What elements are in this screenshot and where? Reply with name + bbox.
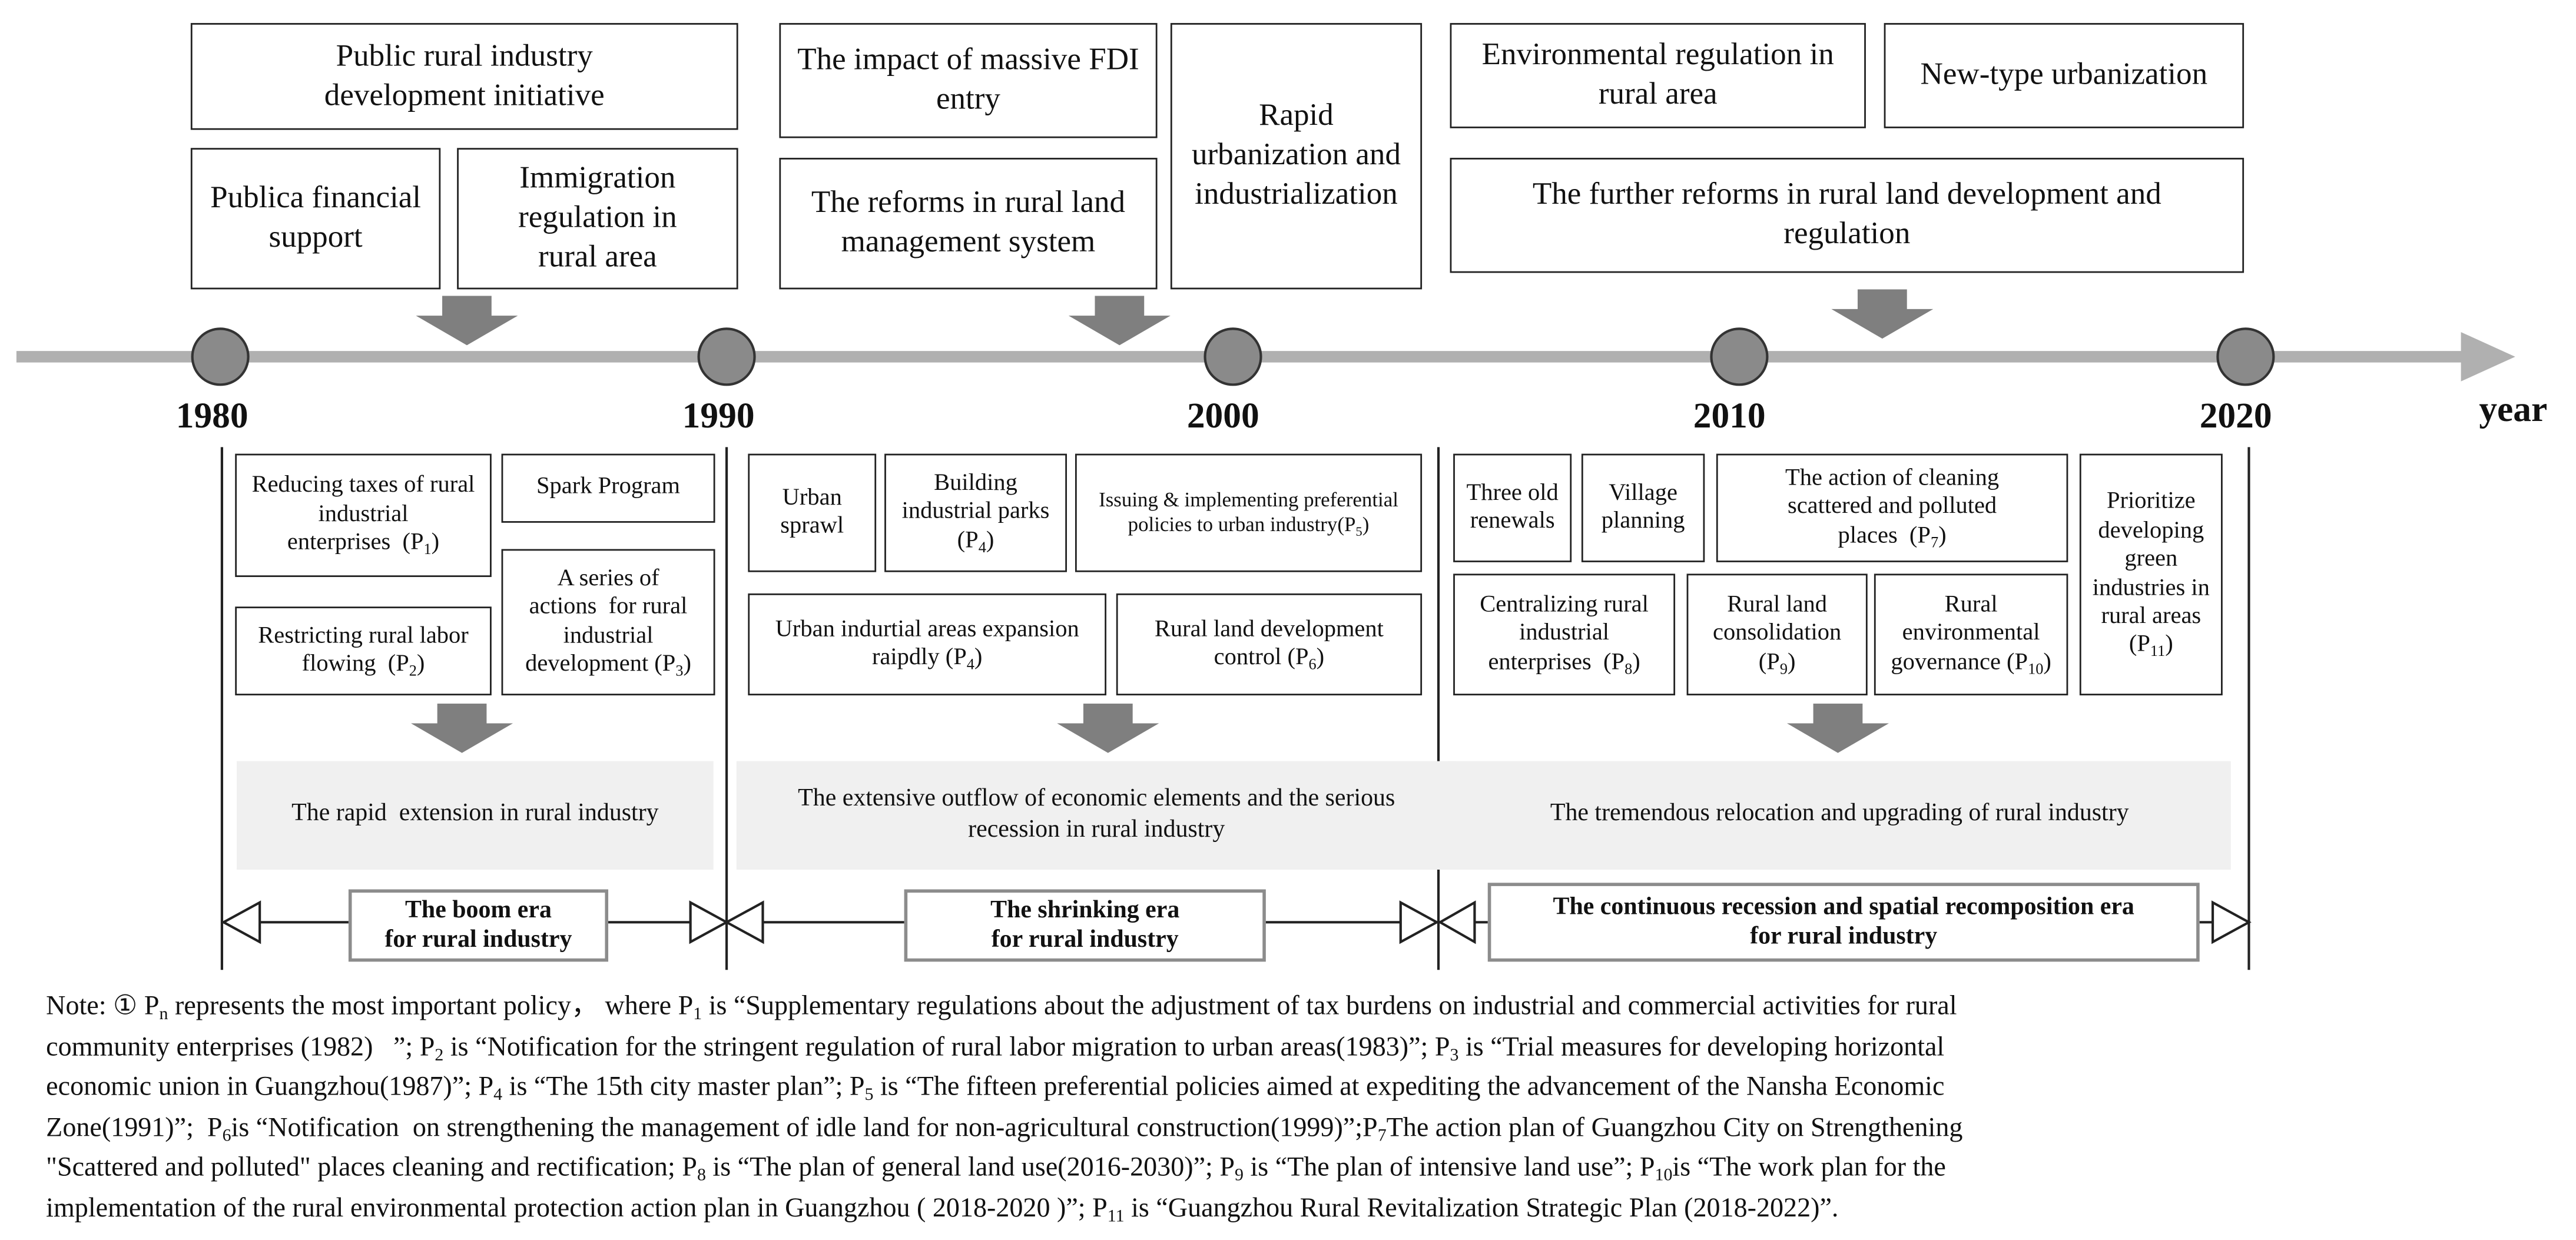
year-node-1980 <box>191 327 250 386</box>
further-reform-box: The further reforms in rural land develo… <box>1450 158 2245 273</box>
policy-p1-box: Reducing taxes of rural industrial enter… <box>235 453 492 577</box>
land-reform-box: The reforms in rural land management sys… <box>779 158 1158 290</box>
down-arrow <box>1786 703 1889 753</box>
policy-p2-box: Restricting rural labor flowing (P2) <box>235 606 492 696</box>
year-label-1980: 1980 <box>175 394 248 436</box>
policy-p2-text: Restricting rural labor flowing (P2) <box>258 622 469 681</box>
figure-note: Note: ① Pn represents the most important… <box>46 986 2545 1228</box>
era-boom-label: The boom era for rural industry <box>348 889 609 962</box>
note-line: "Scattered and polluted" places cleaning… <box>46 1151 1946 1186</box>
urban-sprawl-box: Urban sprawl <box>748 453 877 572</box>
fdi-impact-box: The impact of massive FDI entry <box>779 23 1158 138</box>
policy-p10-box: Rural environmental governance (P10) <box>1874 573 2068 696</box>
era-arrowhead-right <box>1399 900 1440 944</box>
policy-p4b-box: Urban indurtial areas expansion raipdly … <box>748 593 1107 696</box>
village-planning-box: Village planning <box>1581 453 1705 562</box>
year-node-2000 <box>1204 327 1262 386</box>
policy-p6-text: Rural land development control (P6) <box>1154 615 1384 674</box>
down-arrow <box>416 296 518 346</box>
note-line: economic union in Guangzhou(1987)”; P4 i… <box>46 1070 1945 1105</box>
year-label-2020: 2020 <box>2199 394 2272 436</box>
down-arrow <box>1831 289 1934 339</box>
down-arrow <box>411 703 513 753</box>
era-shrinking-label: The shrinking era for rural industry <box>904 889 1266 962</box>
policy-p6-box: Rural land development control (P6) <box>1116 593 1423 696</box>
era-boom-line1: The boom era <box>405 897 552 924</box>
policy-p9-box: Rural land consolidation (P9) <box>1686 573 1868 696</box>
outcome-boom: The rapid extension in rural industry <box>237 761 714 870</box>
policy-p10-text: Rural environmental governance (P10) <box>1891 591 2051 679</box>
note-line: Note: ① Pn represents the most important… <box>46 989 1957 1025</box>
rapid-urbanization-box: Rapid urbanization and industrialization <box>1170 23 1423 290</box>
year-label-1990: 1990 <box>682 394 755 436</box>
financial-support-box: Publica financial support <box>190 148 441 290</box>
policy-p5-text: Issuing & implementing preferential poli… <box>1099 488 1398 539</box>
year-node-1990 <box>697 327 756 386</box>
policy-p7-box: The action of cleaning scattered and pol… <box>1716 453 2068 562</box>
era-continuous-line2: for rural industry <box>1750 924 1938 950</box>
public-initiative-box: Public rural industry development initia… <box>190 23 738 130</box>
year-node-2020 <box>2216 327 2275 386</box>
immigration-regulation-box: Immigration regulation in rural area <box>457 148 738 290</box>
three-old-renewals-box: Three old renewals <box>1453 453 1572 562</box>
policy-p4a-box: Building industrial parks (P4) <box>884 453 1067 572</box>
note-line: implementation of the rural environmenta… <box>46 1191 1839 1226</box>
era-continuous-line1: The continuous recession and spatial rec… <box>1553 894 2134 921</box>
policy-p7-text: The action of cleaning scattered and pol… <box>1785 465 2000 552</box>
era-arrowhead-right <box>689 900 730 944</box>
era-arrowhead-left <box>1437 900 1476 944</box>
policy-p8-box: Centralizing rural industrial enterprise… <box>1453 573 1676 696</box>
policy-p9-text: Rural land consolidation (P9) <box>1713 591 1842 679</box>
policy-p11-text: Prioritize developing green industries i… <box>2092 489 2210 662</box>
axis-arrowhead <box>2461 331 2515 382</box>
down-arrow <box>1057 703 1159 753</box>
era-continuous-label: The continuous recession and spatial rec… <box>1487 883 2200 962</box>
year-node-2010 <box>1710 327 1769 386</box>
year-label-2000: 2000 <box>1186 394 1259 436</box>
era-arrowhead-right <box>2211 900 2252 944</box>
policy-p1-text: Reducing taxes of rural industrial enter… <box>251 472 475 559</box>
year-label-2010: 2010 <box>1693 394 1766 436</box>
note-line: Zone(1991)”; P6is “Notification on stren… <box>46 1110 1963 1145</box>
timeline-axis <box>16 327 2515 970</box>
axis-label: year <box>2479 387 2548 429</box>
outcome-relocation: The tremendous relocation and upgrading … <box>1448 761 2231 870</box>
era-arrowhead-left <box>724 900 764 944</box>
policy-p11-box: Prioritize developing green industries i… <box>2079 453 2223 696</box>
new-urbanization-box: New-type urbanization <box>1884 23 2245 128</box>
policy-p3-box: A series of actions for rural industrial… <box>501 549 715 696</box>
outcome-shrinking: The extensive outflow of economic elemen… <box>736 761 1457 870</box>
era-shrinking-line1: The shrinking era <box>990 897 1180 924</box>
era-arrowhead-left <box>221 900 261 944</box>
policy-p3-text: A series of actions for rural industrial… <box>525 565 691 681</box>
environmental-regulation-box: Environmental regulation in rural area <box>1450 23 1866 128</box>
note-line: community enterprises (1982) ”; P2 is “N… <box>46 1030 1945 1065</box>
policy-p4a-text: Building industrial parks (P4) <box>901 470 1050 557</box>
era-boom-line2: for rural industry <box>384 927 572 954</box>
policy-p8-text: Centralizing rural industrial enterprise… <box>1480 591 1649 679</box>
policy-p4b-text: Urban indurtial areas expansion raipdly … <box>775 615 1079 674</box>
spark-program-box: Spark Program <box>501 453 715 523</box>
down-arrow <box>1068 296 1171 346</box>
policy-p5-box: Issuing & implementing preferential poli… <box>1075 453 1423 572</box>
era-shrinking-line2: for rural industry <box>991 927 1179 954</box>
